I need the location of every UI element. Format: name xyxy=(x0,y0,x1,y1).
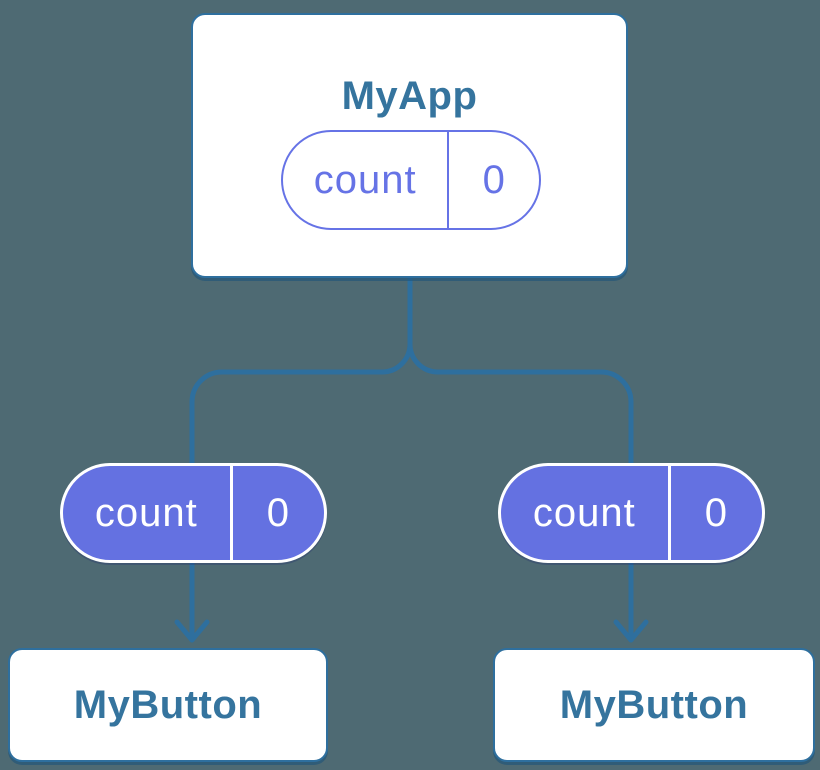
state-name-label: count xyxy=(283,132,450,228)
component-title-myapp: MyApp xyxy=(341,74,478,118)
prop-pill-right: count 0 xyxy=(498,463,765,563)
state-value-label: 0 xyxy=(482,158,506,202)
component-title-mybutton-left: MyButton xyxy=(73,683,263,727)
component-card-myapp: MyApp count 0 xyxy=(191,13,628,278)
connector-left-arrowhead-icon xyxy=(174,619,210,643)
component-card-mybutton-right: MyButton xyxy=(493,648,815,762)
prop-value-label-right: 0 xyxy=(704,491,728,535)
state-pill-myapp: count 0 xyxy=(281,130,541,230)
component-title-mybutton-right: MyButton xyxy=(559,683,749,727)
connector-right-arrowhead-icon xyxy=(613,619,649,643)
connector-left xyxy=(189,273,413,643)
component-card-mybutton-left: MyButton xyxy=(8,648,328,762)
prop-pill-left: count 0 xyxy=(60,463,327,563)
prop-name-label-left: count xyxy=(63,466,233,560)
prop-value-label-left: 0 xyxy=(266,491,290,535)
connector-right xyxy=(407,341,634,643)
prop-name-label-right: count xyxy=(501,466,671,560)
